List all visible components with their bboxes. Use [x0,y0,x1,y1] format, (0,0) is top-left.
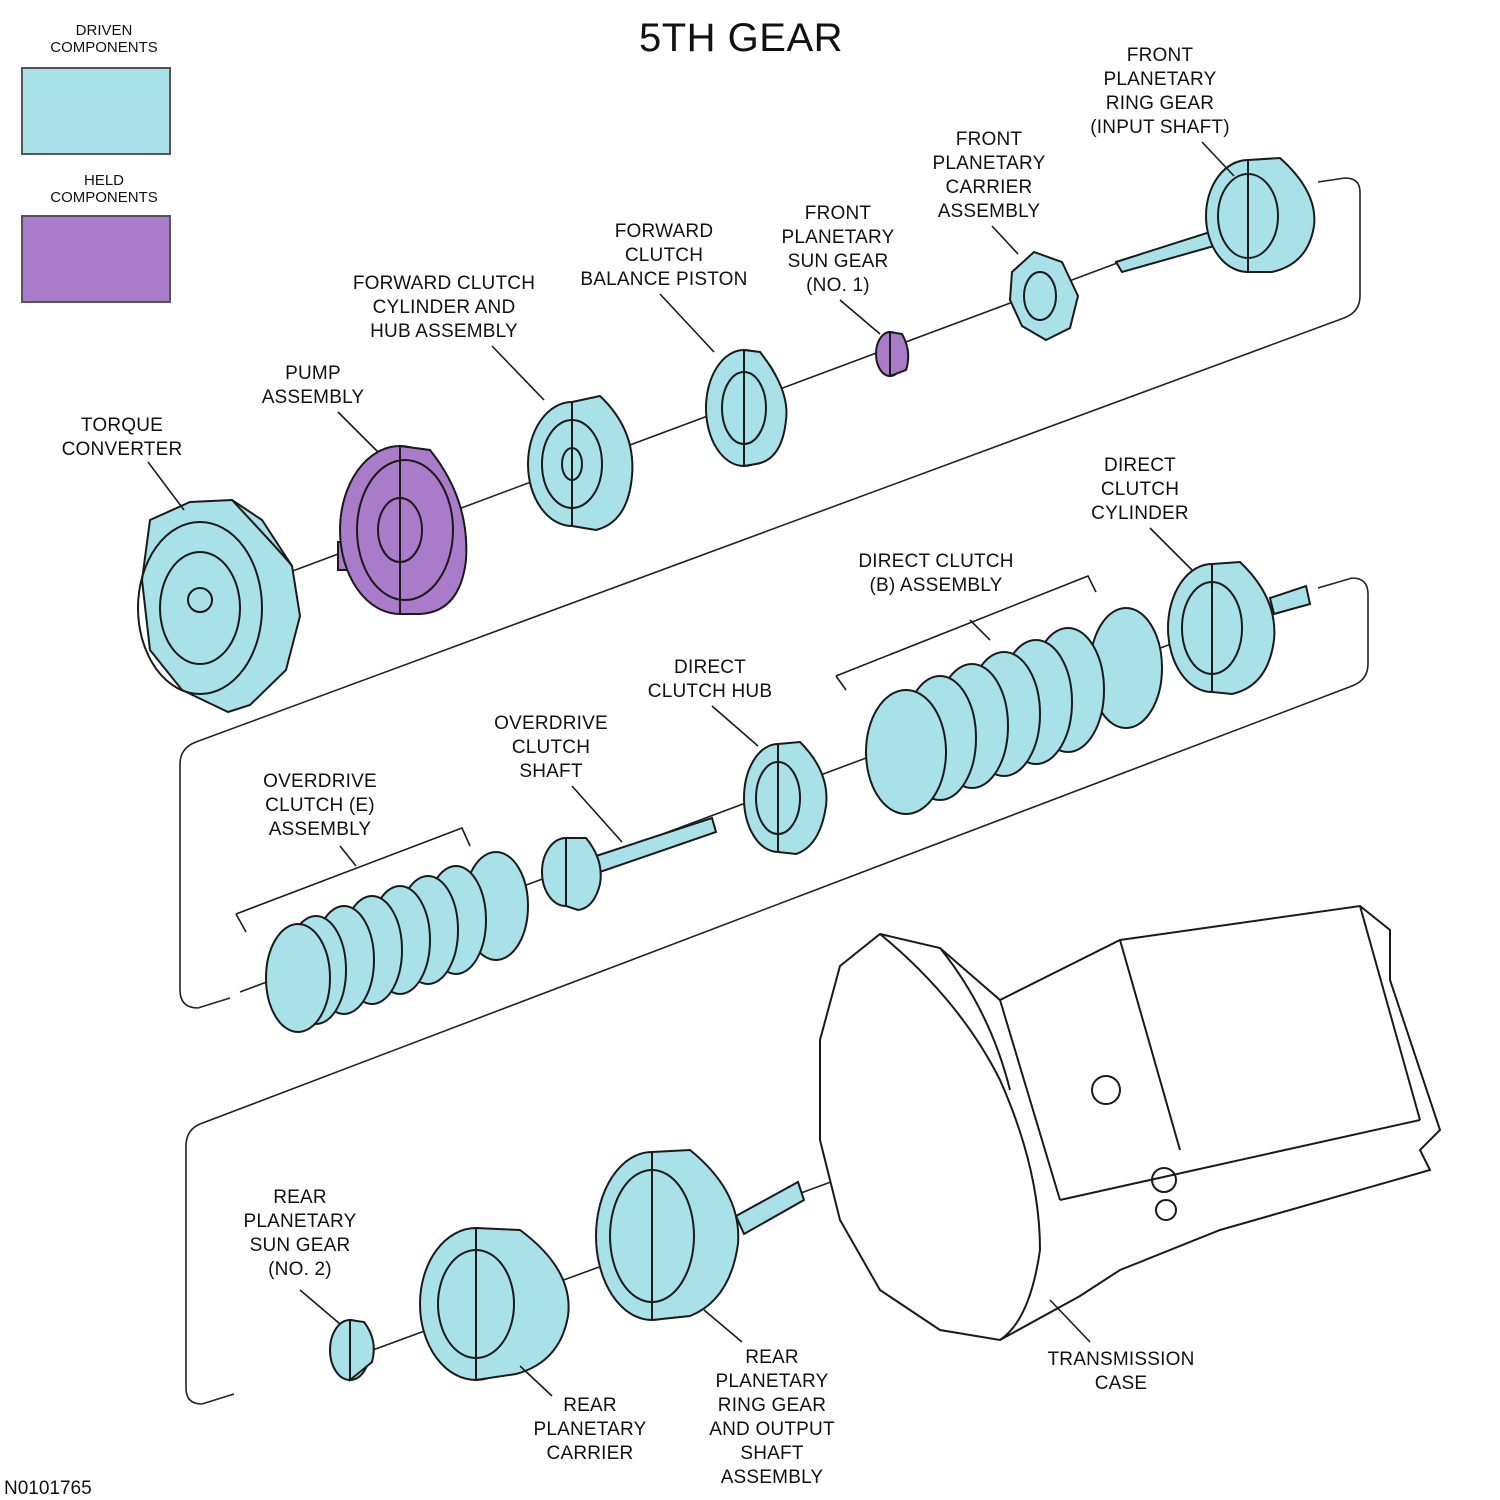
front-ring-gear-part [1114,156,1316,274]
label-transmission-case: TRANSMISSION CASE [1047,1349,1195,1394]
legend-held-label: HELD COMPONENTS [50,172,158,206]
balance-piston-part [705,348,788,468]
overdrive-clutch-shaft-part [541,816,718,912]
label-direct-clutch-assembly: DIRECT CLUTCH (B) ASSEMBLY [858,551,1014,596]
rear-carrier-part [419,1226,570,1382]
label-torque-converter: TORQUE CONVERTER [61,415,183,460]
overdrive-clutch-pack-part [265,851,529,1033]
direct-clutch-cylinder-part [1167,560,1312,696]
legend-driven-label: DRIVEN COMPONENTS [50,22,158,56]
label-forward-clutch-balance-piston: FORWARD CLUTCH BALANCE PISTON [580,221,748,290]
front-carrier-part [1008,250,1080,342]
label-rear-planetary-ring-gear: REAR PLANETARY RING GEAR AND OUTPUT SHAF… [709,1347,835,1488]
label-direct-clutch-hub: DIRECT CLUTCH HUB [647,657,773,702]
label-front-planetary-sun-gear: FRONT PLANETARY SUN GEAR (NO. 1) [781,203,895,296]
rear-sun-gear-part [329,1318,375,1383]
diagram-title: 5TH GEAR [638,16,844,60]
label-overdrive-clutch-assembly: OVERDRIVE CLUTCH (E) ASSEMBLY [263,771,377,840]
forward-clutch-cylinder-part [527,394,634,532]
rear-ring-gear-part [595,1148,806,1322]
figure-id: N0101765 [4,1478,92,1499]
direct-clutch-hub-part [743,740,828,856]
pump-assembly-part [337,444,468,615]
label-front-planetary-carrier: FRONT PLANETARY CARRIER ASSEMBLY [932,129,1046,222]
leader-lines [147,141,1235,1397]
legend-driven-swatch [21,67,171,155]
label-direct-clutch-cylinder: DIRECT CLUTCH CYLINDER [1091,455,1189,524]
label-rear-planetary-sun-gear: REAR PLANETARY SUN GEAR (NO. 2) [243,1187,357,1280]
legend-held-swatch [21,215,171,303]
label-front-planetary-ring-gear: FRONT PLANETARY RING GEAR (INPUT SHAFT) [1090,45,1230,138]
direct-clutch-pack-part [865,607,1163,815]
torque-converter-part [137,498,302,714]
label-forward-clutch-cylinder: FORWARD CLUTCH CYLINDER AND HUB ASSEMBLY [352,273,536,342]
front-sun-gear-part [875,330,910,378]
transmission-case-part [819,904,1442,1342]
label-overdrive-clutch-shaft: OVERDRIVE CLUTCH SHAFT [494,713,608,782]
label-rear-planetary-carrier: REAR PLANETARY CARRIER [533,1395,647,1464]
label-pump-assembly: PUMP ASSEMBLY [261,363,365,408]
